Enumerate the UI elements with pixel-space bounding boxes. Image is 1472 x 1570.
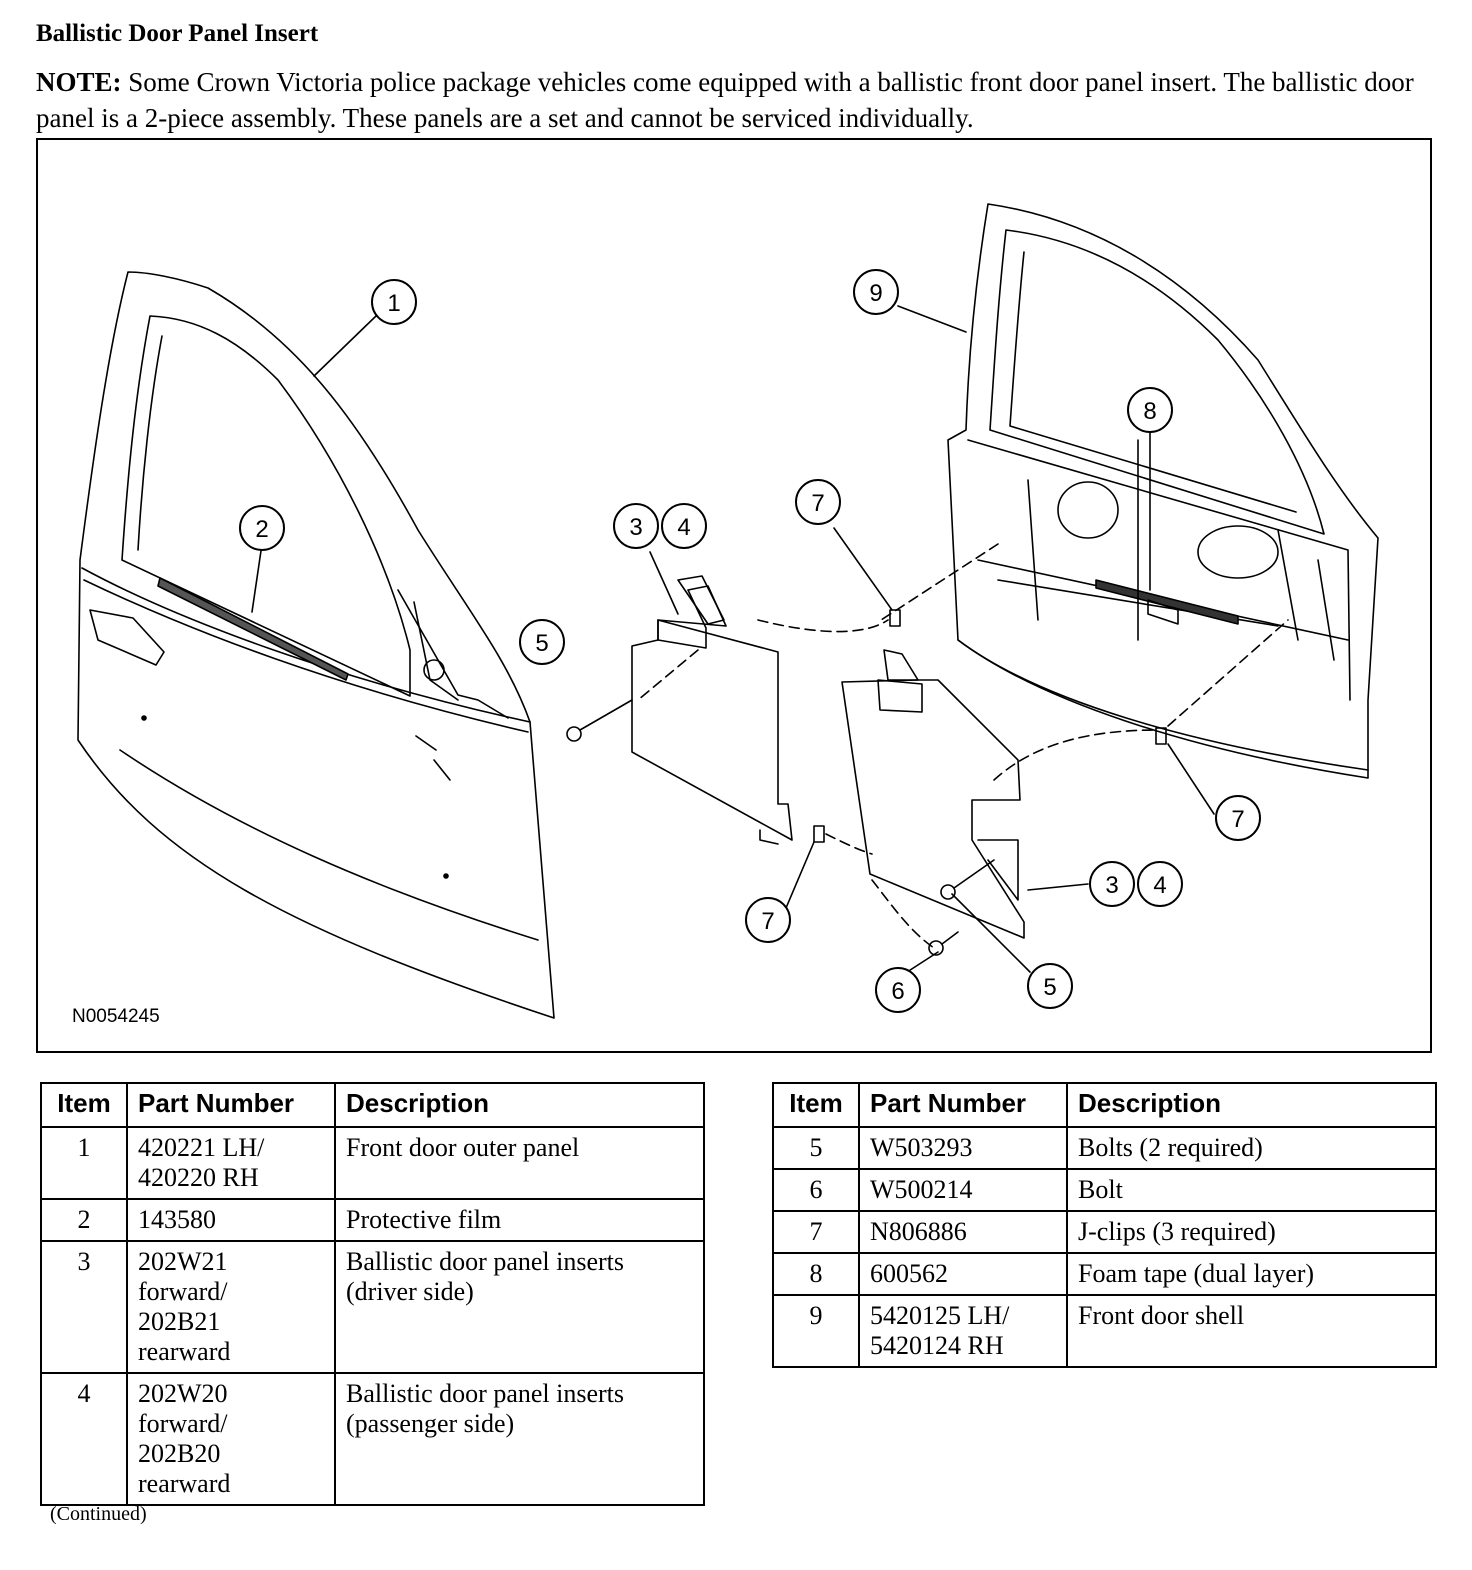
- cell-part-number: W500214: [858, 1168, 1068, 1212]
- callout-label: 3: [1105, 872, 1118, 899]
- cell-description: Protective film: [334, 1198, 705, 1242]
- callout-label: 1: [387, 290, 400, 317]
- page-title: Ballistic Door Panel Insert: [36, 20, 319, 47]
- cell-description: Foam tape (dual layer): [1066, 1252, 1437, 1296]
- cell-item: 5: [772, 1126, 860, 1170]
- cell-item: 4: [40, 1372, 128, 1506]
- cell-item: 3: [40, 1240, 128, 1374]
- bolt: [928, 931, 959, 956]
- cell-part-number: 143580: [126, 1198, 336, 1242]
- cell-description: Bolt: [1066, 1168, 1437, 1212]
- bolt: [940, 859, 995, 900]
- cell-item: 8: [772, 1252, 860, 1296]
- front-door-shell: [947, 203, 1379, 779]
- cell-part-number: N806886: [858, 1210, 1068, 1254]
- cell-description: Bolts (2 required): [1066, 1126, 1437, 1170]
- cell-item: 9: [772, 1294, 860, 1368]
- install-paths: [637, 543, 1289, 949]
- front-door-outer-panel: [77, 271, 555, 1019]
- callout-label: 5: [535, 630, 548, 657]
- callout-label: 4: [1153, 872, 1166, 899]
- cell-item: 1: [40, 1126, 128, 1200]
- callout-label: 7: [811, 490, 824, 517]
- protective-film: [157, 577, 349, 681]
- cell-item: 6: [772, 1168, 860, 1212]
- ballistic-insert-rearward: [841, 649, 1025, 939]
- cell-description: Front door shell: [1066, 1294, 1437, 1368]
- note-label: NOTE:: [36, 67, 122, 97]
- callout-label: 6: [891, 978, 904, 1005]
- note-text: Some Crown Victoria police package vehic…: [36, 67, 1414, 133]
- cell-part-number: 202W21 forward/ 202B21 rearward: [126, 1240, 336, 1374]
- callout-label: 8: [1143, 398, 1156, 425]
- callout-label: 9: [869, 280, 882, 307]
- cell-description: J-clips (3 required): [1066, 1210, 1437, 1254]
- header-item: Item: [772, 1082, 860, 1128]
- j-clip: [889, 609, 901, 627]
- table-header-row: Item Part Number Description: [772, 1082, 1437, 1128]
- cell-item: 2: [40, 1198, 128, 1242]
- figure-code: N0054245: [72, 1006, 160, 1027]
- j-clip: [813, 825, 825, 843]
- header-part-number: Part Number: [126, 1082, 336, 1128]
- header-item: Item: [40, 1082, 128, 1128]
- bolt: [566, 699, 633, 742]
- header-part-number: Part Number: [858, 1082, 1068, 1128]
- cell-part-number: 202W20 forward/ 202B20 rearward: [126, 1372, 336, 1506]
- note-paragraph: NOTE: Some Crown Victoria police package…: [36, 64, 1446, 136]
- cell-part-number: 420221 LH/ 420220 RH: [126, 1126, 336, 1200]
- continued-note: (Continued): [50, 1503, 147, 1525]
- callout-circles: [239, 269, 1261, 1013]
- cell-description: Ballistic door panel inserts (driver sid…: [334, 1240, 705, 1374]
- cell-description: Ballistic door panel inserts (passenger …: [334, 1372, 705, 1506]
- callout-labels: 1 2 3 4 5 7 9 8 7 3 4 5 6 7: [255, 280, 1244, 1005]
- cell-part-number: 5420125 LH/ 5420124 RH: [858, 1294, 1068, 1368]
- cell-description: Front door outer panel: [334, 1126, 705, 1200]
- leader-lines: [251, 305, 1215, 975]
- cell-part-number: W503293: [858, 1126, 1068, 1170]
- callout-label: 3: [629, 514, 642, 541]
- callout-label: 2: [255, 516, 268, 543]
- cell-item: 7: [772, 1210, 860, 1254]
- table-header-row: Item Part Number Description: [40, 1082, 705, 1128]
- callout-label: 7: [1231, 806, 1244, 833]
- door-diagram: 1 2 3 4 5 7 9 8 7 3 4 5 6 7: [77, 203, 1379, 1019]
- header-description: Description: [1066, 1082, 1437, 1128]
- exploded-view-figure: 1 2 3 4 5 7 9 8 7 3 4 5 6 7 N0054245: [36, 138, 1432, 1053]
- header-description: Description: [334, 1082, 705, 1128]
- ballistic-insert-forward: [631, 575, 793, 845]
- cell-part-number: 600562: [858, 1252, 1068, 1296]
- callout-label: 7: [761, 908, 774, 935]
- callout-label: 5: [1043, 974, 1056, 1001]
- callout-label: 4: [677, 514, 690, 541]
